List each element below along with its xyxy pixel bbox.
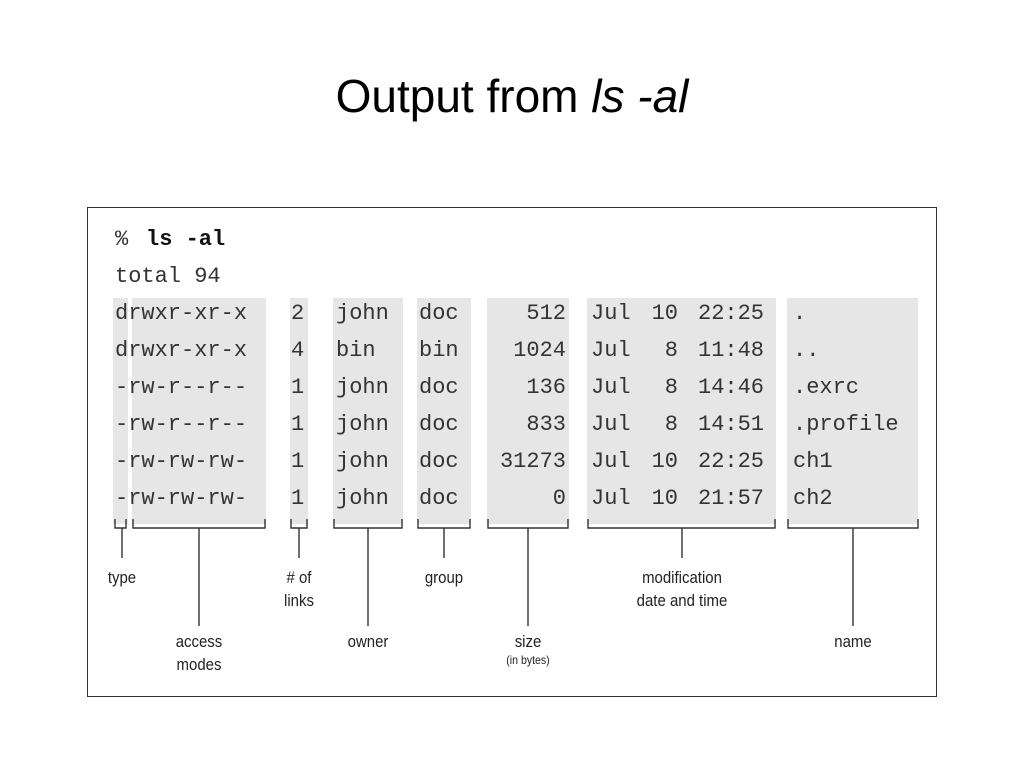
label-type: type bbox=[107, 568, 137, 587]
row-4-modes: -rw-rw-rw- bbox=[115, 449, 248, 474]
row-2-size: 136 bbox=[526, 375, 566, 400]
row-0-day: 10 bbox=[651, 301, 678, 326]
row-4-group: doc bbox=[419, 449, 459, 474]
title-prefix: Output from bbox=[335, 70, 592, 122]
shade-owner bbox=[333, 298, 403, 524]
row-1-month: Jul bbox=[591, 338, 631, 363]
row-4-time: 22:25 bbox=[698, 449, 765, 474]
bracket-owner bbox=[333, 519, 403, 529]
row-1-modes: drwxr-xr-x bbox=[115, 338, 248, 363]
shade-group bbox=[417, 298, 471, 524]
bracket-name bbox=[787, 519, 919, 529]
shade-date bbox=[587, 298, 776, 524]
row-0-size: 512 bbox=[526, 301, 566, 326]
row-3-day: 8 bbox=[664, 412, 678, 437]
row-2-name: .exrc bbox=[793, 375, 860, 400]
label-size: size(in bytes) bbox=[506, 632, 550, 667]
row-5-links: 1 bbox=[291, 486, 305, 511]
row-2-month: Jul bbox=[591, 375, 631, 400]
row-4-links: 1 bbox=[291, 449, 305, 474]
row-1-size: 1024 bbox=[513, 338, 566, 363]
row-3-name: .profile bbox=[793, 412, 899, 437]
title-command: ls -al bbox=[591, 70, 689, 122]
slide-title: Output from ls -al bbox=[0, 68, 1024, 124]
total-line: total 94 bbox=[115, 264, 221, 289]
row-1-day: 8 bbox=[664, 338, 678, 363]
shade-name bbox=[787, 298, 918, 524]
shade-size bbox=[487, 298, 569, 524]
row-0-links: 2 bbox=[291, 301, 305, 326]
row-3-links: 1 bbox=[291, 412, 305, 437]
prompt-symbol: % bbox=[115, 227, 129, 252]
bracket-lines bbox=[114, 519, 919, 626]
row-3-time: 14:51 bbox=[698, 412, 765, 437]
row-0-owner: john bbox=[336, 301, 389, 326]
row-5-name: ch2 bbox=[793, 486, 833, 511]
row-2-group: doc bbox=[419, 375, 459, 400]
row-0-modes: drwxr-xr-x bbox=[115, 301, 248, 326]
row-5-month: Jul bbox=[591, 486, 631, 511]
row-2-modes: -rw-r--r-- bbox=[115, 375, 248, 400]
shade-modes bbox=[132, 298, 266, 524]
row-5-modes: -rw-rw-rw- bbox=[115, 486, 248, 511]
row-5-group: doc bbox=[419, 486, 459, 511]
bracket-date bbox=[587, 519, 776, 529]
shade-type bbox=[113, 298, 128, 524]
row-4-month: Jul bbox=[591, 449, 631, 474]
row-5-size: 0 bbox=[552, 486, 566, 511]
label-group: group bbox=[424, 568, 464, 587]
row-3-modes: -rw-r--r-- bbox=[115, 412, 248, 437]
row-2-day: 8 bbox=[664, 375, 678, 400]
row-2-owner: john bbox=[336, 375, 389, 400]
row-2-time: 14:46 bbox=[698, 375, 765, 400]
row-2-links: 1 bbox=[291, 375, 305, 400]
row-4-owner: john bbox=[336, 449, 389, 474]
row-1-name: .. bbox=[793, 338, 820, 363]
row-1-owner: bin bbox=[336, 338, 376, 363]
row-0-group: doc bbox=[419, 301, 459, 326]
row-0-name: . bbox=[793, 301, 807, 326]
row-1-links: 4 bbox=[291, 338, 305, 363]
row-3-group: doc bbox=[419, 412, 459, 437]
row-3-month: Jul bbox=[591, 412, 631, 437]
row-4-size: 31273 bbox=[499, 449, 566, 474]
row-0-month: Jul bbox=[591, 301, 631, 326]
row-5-time: 21:57 bbox=[698, 486, 765, 511]
row-3-size: 833 bbox=[526, 412, 566, 437]
prompt-command: ls -al bbox=[146, 227, 226, 252]
bracket-type bbox=[114, 519, 127, 529]
label-name: name bbox=[834, 632, 872, 651]
label-owner: owner bbox=[347, 632, 389, 651]
bracket-modes bbox=[132, 519, 266, 529]
row-4-day: 10 bbox=[651, 449, 678, 474]
bracket-size bbox=[487, 519, 569, 529]
row-5-owner: john bbox=[336, 486, 389, 511]
bracket-links bbox=[290, 519, 308, 529]
row-1-group: bin bbox=[419, 338, 459, 363]
row-5-day: 10 bbox=[651, 486, 678, 511]
row-4-name: ch1 bbox=[793, 449, 833, 474]
row-0-time: 22:25 bbox=[698, 301, 765, 326]
row-1-time: 11:48 bbox=[698, 338, 765, 363]
shade-links bbox=[290, 298, 308, 524]
bracket-group bbox=[417, 519, 471, 529]
row-3-owner: john bbox=[336, 412, 389, 437]
